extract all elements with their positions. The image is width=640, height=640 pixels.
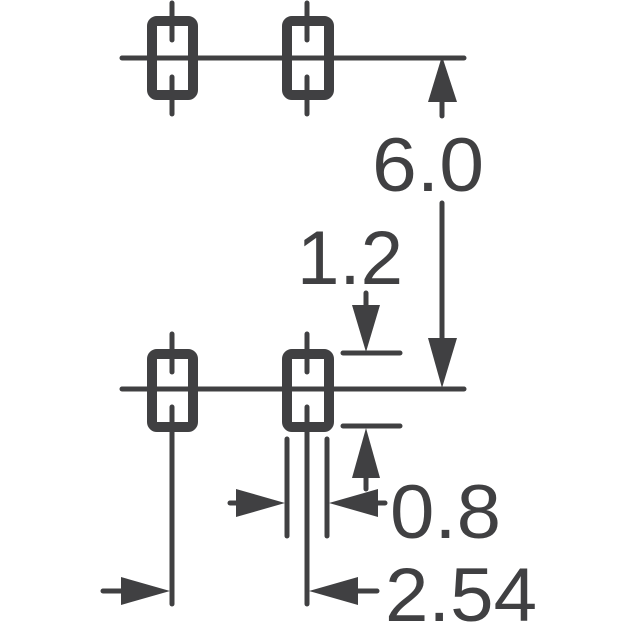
pad-top-2 (282, 0, 334, 117)
pad-bottom-1 (147, 331, 198, 607)
pad-top-1 (147, 0, 198, 117)
arrow-left-icon (329, 489, 378, 517)
pad-bottom-2 (282, 331, 334, 607)
arrow-left-icon (309, 577, 358, 605)
row-spacing-label: 6.0 (372, 123, 484, 208)
pad-width-label: 0.8 (390, 470, 501, 555)
pad-gap-extension-lines (340, 290, 403, 492)
pitch-label: 2.54 (385, 553, 537, 638)
arrow-up-icon (352, 428, 380, 478)
arrow-right-icon (236, 489, 285, 517)
arrow-up-icon (428, 56, 457, 102)
arrow-right-icon (121, 577, 170, 605)
pad-gap-label: 1.2 (297, 216, 403, 301)
arrow-down-icon (352, 305, 380, 352)
arrow-down-icon (428, 338, 457, 388)
